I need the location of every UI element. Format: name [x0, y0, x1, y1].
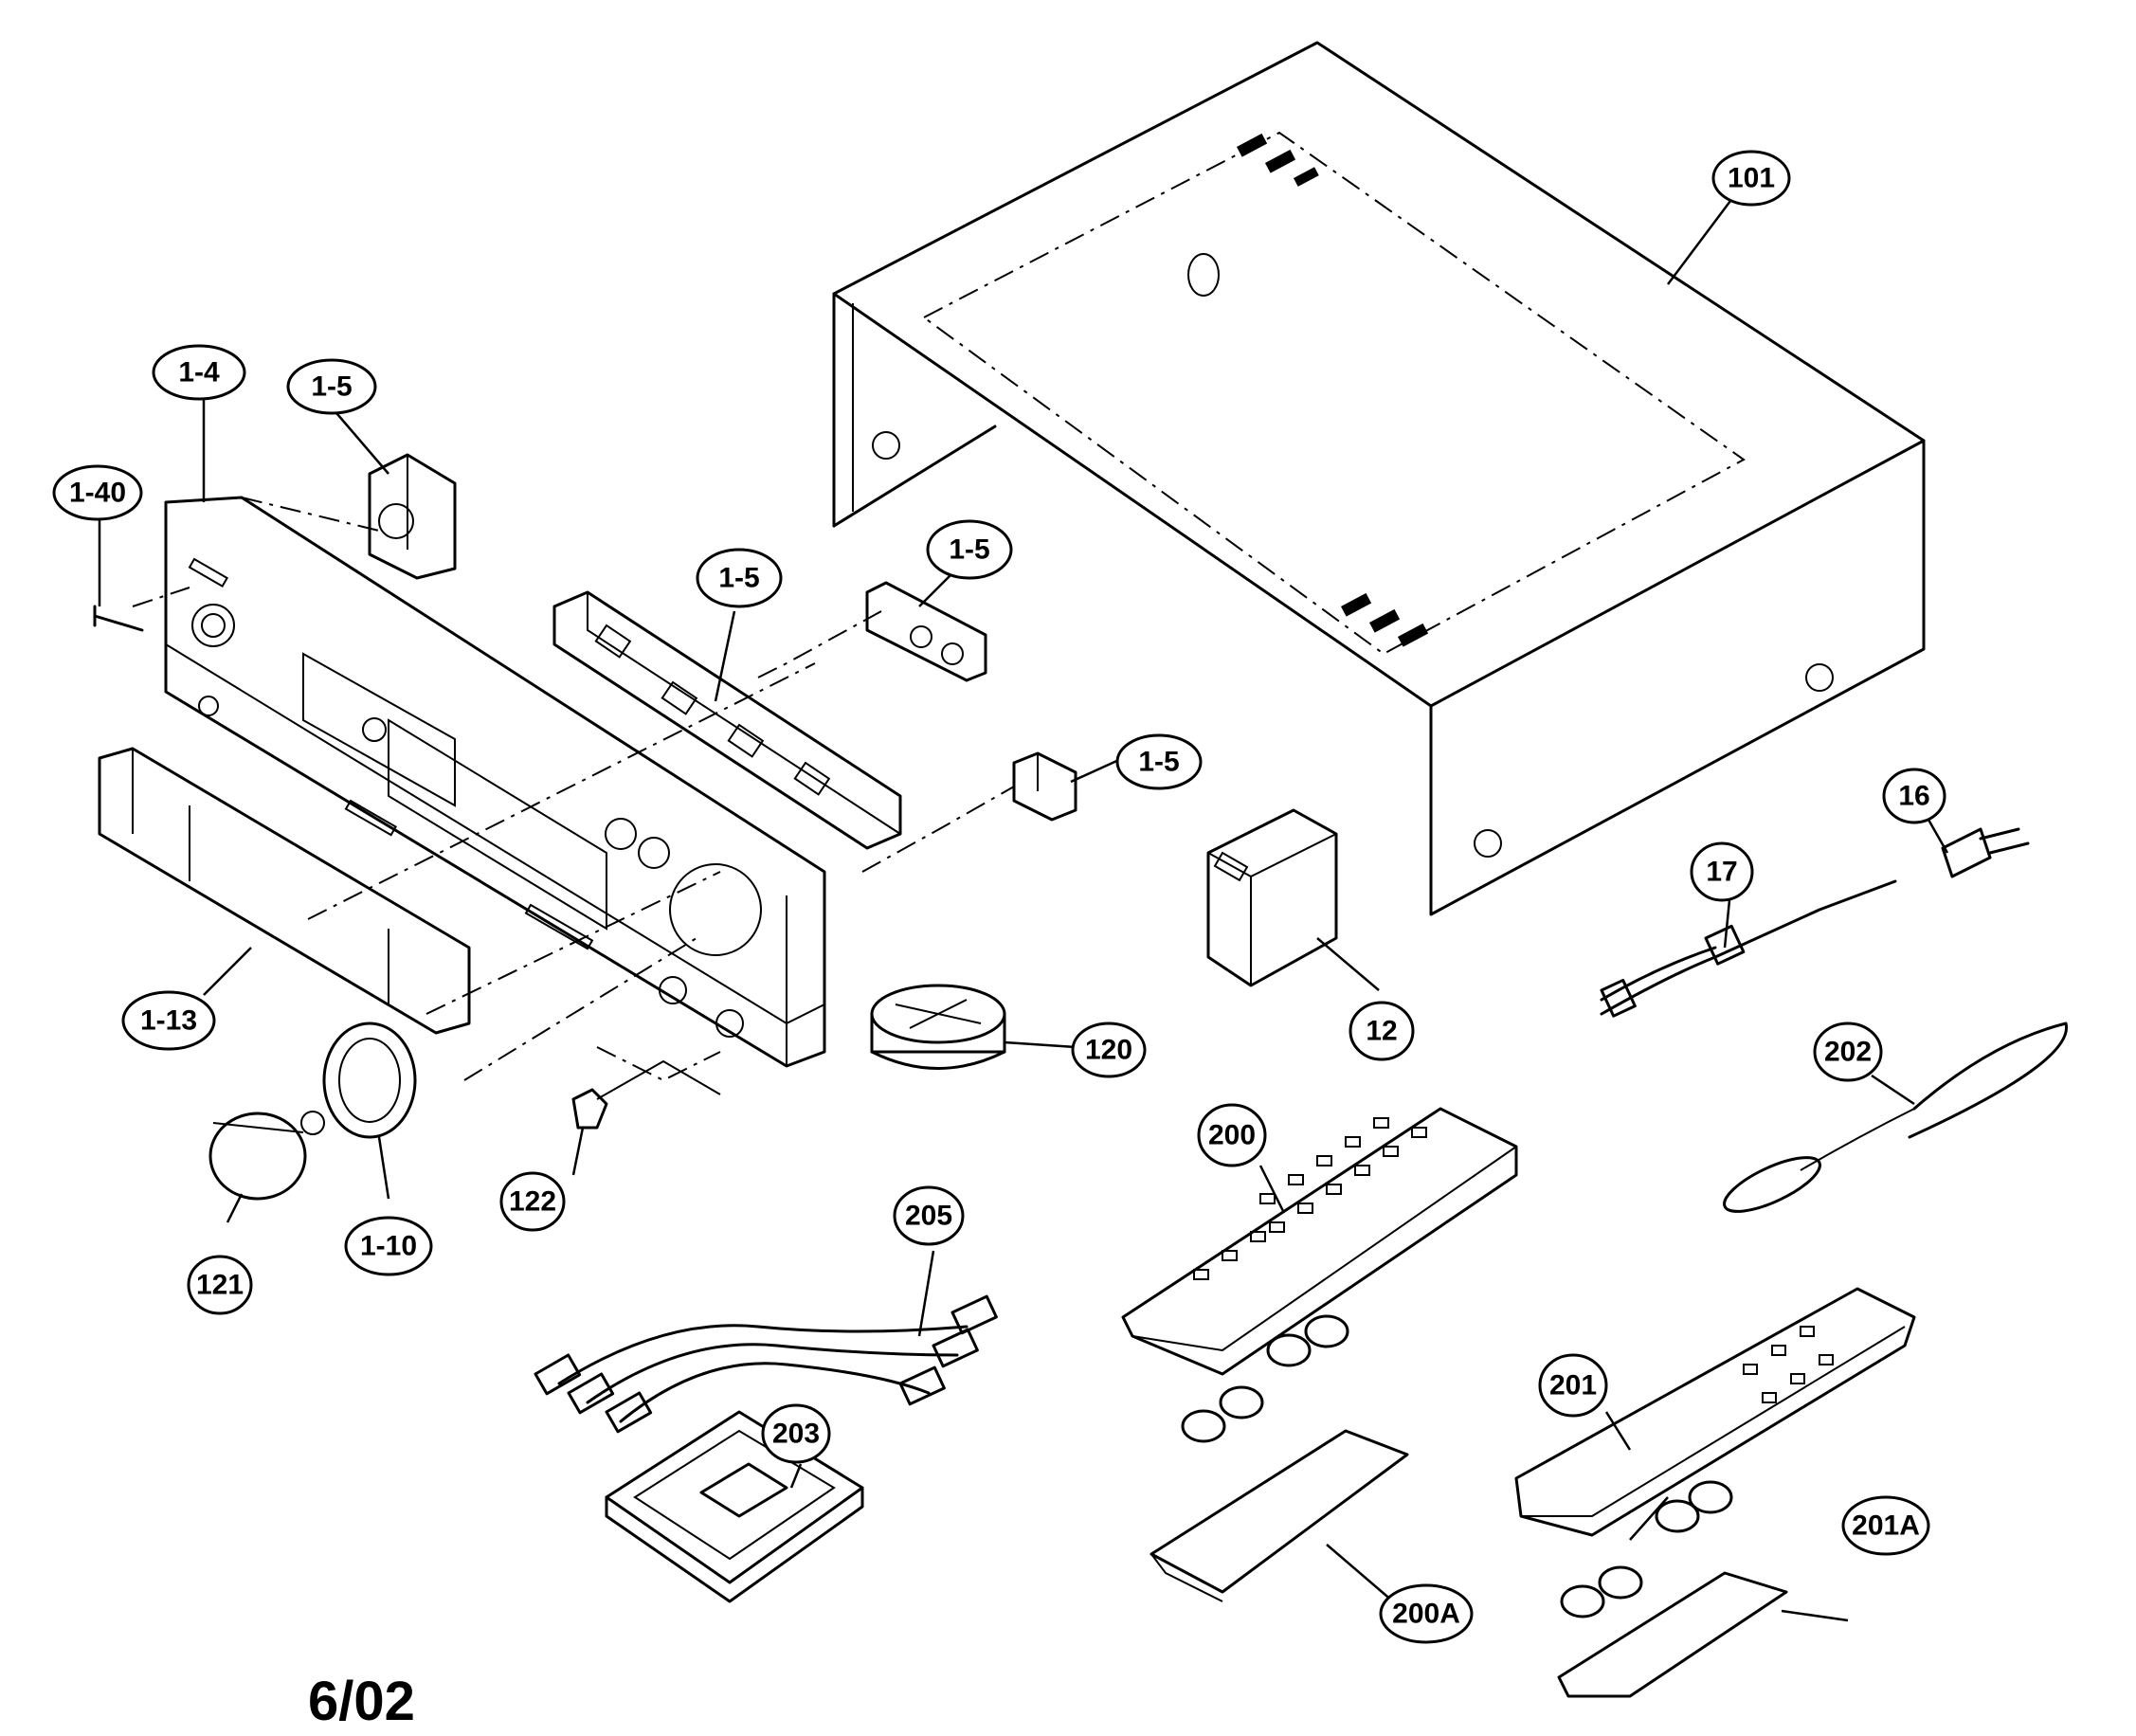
callout-label: 1-5: [718, 563, 759, 594]
part-remote-small: [1514, 1287, 1916, 1537]
callout-label: 17: [1706, 857, 1737, 888]
leader-lines: [98, 189, 1949, 1622]
callout-label: 1-40: [69, 478, 126, 509]
part-display-window: [98, 747, 471, 1035]
callout-16: 16: [1882, 768, 1946, 824]
part-remote-main-battery-cover: [1149, 1314, 1409, 1602]
part-module: [1206, 808, 1338, 987]
callout-label: 201: [1549, 1370, 1597, 1401]
part-am-loop-antenna: [605, 1410, 864, 1603]
part-power-cord: [1600, 827, 2030, 1018]
callout-1-5-clip: 1-5: [1115, 733, 1203, 790]
callout-label: 1-10: [360, 1231, 417, 1262]
part-fm-antenna: [1723, 1022, 2069, 1213]
callout-201: 201: [1538, 1353, 1608, 1418]
callout-17: 17: [1690, 841, 1754, 902]
callout-203: 203: [761, 1403, 831, 1464]
callout-label: 205: [905, 1201, 952, 1232]
callout-202: 202: [1813, 1022, 1883, 1082]
part-bracket-small-top: [368, 453, 457, 580]
callout-121: 121: [187, 1255, 253, 1315]
date-stamp: 6/02: [308, 1671, 415, 1732]
part-remote-main: [1121, 1107, 1518, 1376]
part-volume-knob: [208, 1111, 325, 1201]
part-top-cover: [832, 41, 1926, 916]
part-foot: [870, 984, 1006, 1070]
part-front-panel: [164, 496, 826, 1068]
callout-label: 1-13: [140, 1005, 197, 1037]
callout-200: 200: [1197, 1103, 1267, 1167]
callout-101: 101: [1711, 150, 1791, 207]
assembly-guide-lines: [132, 497, 1015, 1082]
callout-122: 122: [499, 1171, 566, 1232]
callout-201A: 201A: [1841, 1495, 1930, 1556]
part-bracket-clip: [1012, 751, 1077, 822]
callout-12: 12: [1349, 1001, 1415, 1061]
callout-120: 120: [1071, 1022, 1147, 1078]
callout-label: 1-4: [178, 357, 220, 389]
callout-label: 203: [772, 1419, 820, 1450]
callout-label: 1-5: [1138, 747, 1179, 778]
callout-label: 1-5: [949, 534, 989, 566]
part-small-knob: [571, 1059, 721, 1130]
callout-1-5-top: 1-5: [286, 358, 377, 415]
callout-1-10: 1-10: [344, 1216, 433, 1276]
callout-label: 200: [1208, 1120, 1256, 1151]
callout-1-5-right: 1-5: [926, 519, 1013, 580]
part-bracket-right: [865, 581, 987, 682]
callout-label: 120: [1085, 1035, 1132, 1066]
callout-label: 1-5: [311, 371, 352, 403]
callout-label: 16: [1898, 781, 1929, 812]
callout-205: 205: [893, 1185, 965, 1246]
callout-label: 101: [1728, 163, 1775, 194]
part-knob-ring: [322, 1022, 417, 1139]
callout-label: 200A: [1392, 1599, 1460, 1630]
callout-1-4: 1-4: [152, 344, 246, 401]
callout-label: 121: [196, 1270, 244, 1301]
callout-1-5-long: 1-5: [696, 548, 783, 608]
callout-1-13: 1-13: [121, 990, 216, 1051]
part-remote-small-battery-cover: [1557, 1480, 1788, 1698]
callout-label: 202: [1824, 1037, 1872, 1068]
part-screw: [93, 605, 144, 632]
part-rca-cable: [534, 1294, 998, 1434]
part-bracket-long: [552, 590, 902, 850]
callout-label: 122: [509, 1186, 556, 1218]
callout-200A: 200A: [1379, 1583, 1474, 1644]
callout-label: 201A: [1852, 1510, 1920, 1542]
callout-1-40: 1-40: [52, 464, 143, 521]
callout-label: 12: [1366, 1016, 1397, 1047]
